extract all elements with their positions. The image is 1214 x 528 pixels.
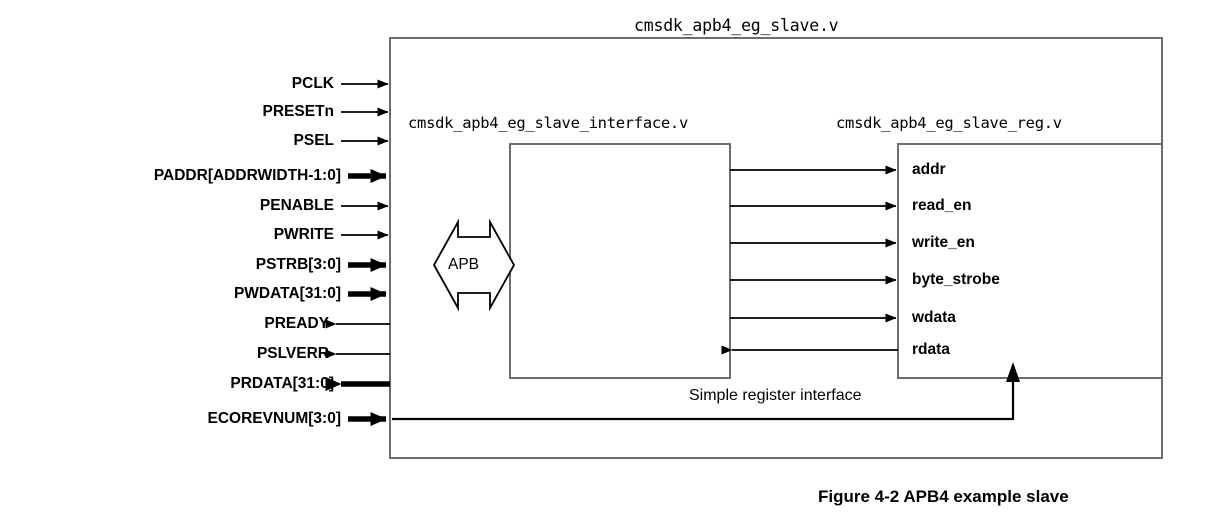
port-label-penable: PENABLE bbox=[259, 197, 334, 214]
interface-block-title: cmsdk_apb4_eg_slave_interface.v bbox=[408, 114, 688, 132]
reg-signal-write-en: write_en bbox=[912, 234, 975, 251]
reg-signal-addr: addr bbox=[912, 161, 946, 178]
port-label-psel: PSEL bbox=[293, 132, 334, 149]
port-label-pwrite: PWRITE bbox=[273, 226, 334, 243]
apb-bus-label: APB bbox=[448, 256, 480, 273]
register-block-title: cmsdk_apb4_eg_slave_reg.v bbox=[836, 114, 1062, 132]
port-label-pwdata: PWDATA[31:0] bbox=[233, 285, 341, 302]
interface-block-box bbox=[509, 143, 731, 379]
register-block-box bbox=[897, 143, 1163, 379]
port-label-prdata: PRDATA[31:0] bbox=[230, 375, 334, 392]
simple-register-interface-label: Simple register interface bbox=[689, 387, 862, 404]
module-title: cmsdk_apb4_eg_slave.v bbox=[634, 16, 839, 35]
port-label-paddr: PADDR[ADDRWIDTH-1:0] bbox=[153, 167, 341, 184]
reg-signal-byte-strobe: byte_strobe bbox=[912, 271, 1000, 288]
ecorevnum-internal-route bbox=[392, 362, 1020, 421]
port-label-ecorevnum: ECOREVNUM[3:0] bbox=[207, 410, 341, 427]
port-label-pready: PREADY bbox=[264, 315, 329, 332]
reg-signal-read-en: read_en bbox=[912, 197, 972, 214]
reg-signal-wdata: wdata bbox=[912, 309, 956, 326]
register-interface-arrows bbox=[721, 165, 898, 355]
apb-bus-arrow-symbol bbox=[432, 218, 516, 312]
port-label-presetn: PRESETn bbox=[262, 103, 334, 120]
port-label-pslverr: PSLVERR bbox=[256, 345, 329, 362]
reg-signal-rdata: rdata bbox=[912, 341, 950, 358]
port-label-pstrb: PSTRB[3:0] bbox=[255, 256, 341, 273]
port-label-pclk: PCLK bbox=[291, 75, 334, 92]
left-port-arrows bbox=[325, 79, 390, 426]
figure-caption: Figure 4-2 APB4 example slave bbox=[818, 487, 1069, 506]
